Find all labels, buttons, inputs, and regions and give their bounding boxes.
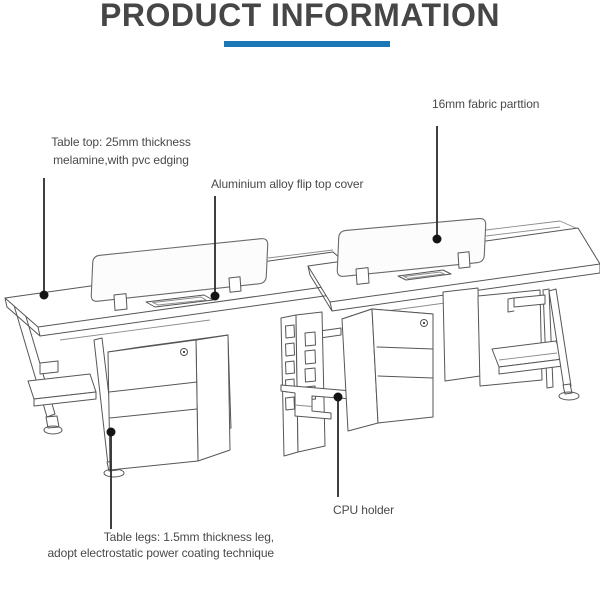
- annotation-table-top-line2: melamine,with pvc edging: [53, 153, 189, 167]
- annotation-leaders: [39, 126, 442, 529]
- partition-clip: [457, 251, 471, 269]
- cable-port-holes: [285, 324, 316, 411]
- cable-riser-column: [280, 311, 342, 457]
- page-title: PRODUCT INFORMATION: [100, 0, 500, 33]
- leader-dot-fabric-partition: [432, 234, 442, 244]
- leader-dot-cpu-holder: [333, 392, 343, 402]
- fabric-partition-right: [336, 218, 487, 285]
- annotation-table-legs-line2: adopt electrostatic power coating techni…: [47, 545, 274, 560]
- lock-icon: [180, 348, 188, 356]
- drawer-pedestal-left: [107, 334, 231, 471]
- drawer-pedestal-middle: [341, 308, 434, 432]
- partition-clip: [355, 267, 370, 285]
- annotation-flip-cover: Aluminium alloy flip top cover: [211, 177, 364, 191]
- leader-dot-table-top: [39, 290, 49, 300]
- annotation-table-legs-line1: Table legs: 1.5mm thickness leg,: [103, 530, 274, 544]
- flip-top-cover-right: [397, 269, 452, 281]
- keyboard-tray-left: [27, 360, 97, 407]
- leader-dot-flip-cover: [210, 291, 220, 301]
- leader-dot-table-legs: [106, 427, 116, 437]
- partition-clip: [113, 293, 128, 311]
- fabric-partition-left: [90, 238, 269, 311]
- annotation-cpu-holder: CPU holder: [333, 503, 395, 517]
- title-underline: [224, 41, 390, 47]
- annotation-table-legs: Table legs: 1.5mm thickness leg, adopt e…: [30, 530, 274, 561]
- annotation-fabric-partition: 16mm fabric parttion: [432, 97, 540, 111]
- annotation-table-top: Table top: 25mm thickness melamine,with …: [29, 133, 213, 169]
- desk-right-far-edge: [485, 220, 579, 237]
- desk-right-front-leg: [548, 288, 580, 401]
- partition-clip: [228, 276, 242, 293]
- lock-icon: [420, 319, 428, 327]
- annotation-table-top-line1: Table top: 25mm thickness: [51, 135, 191, 149]
